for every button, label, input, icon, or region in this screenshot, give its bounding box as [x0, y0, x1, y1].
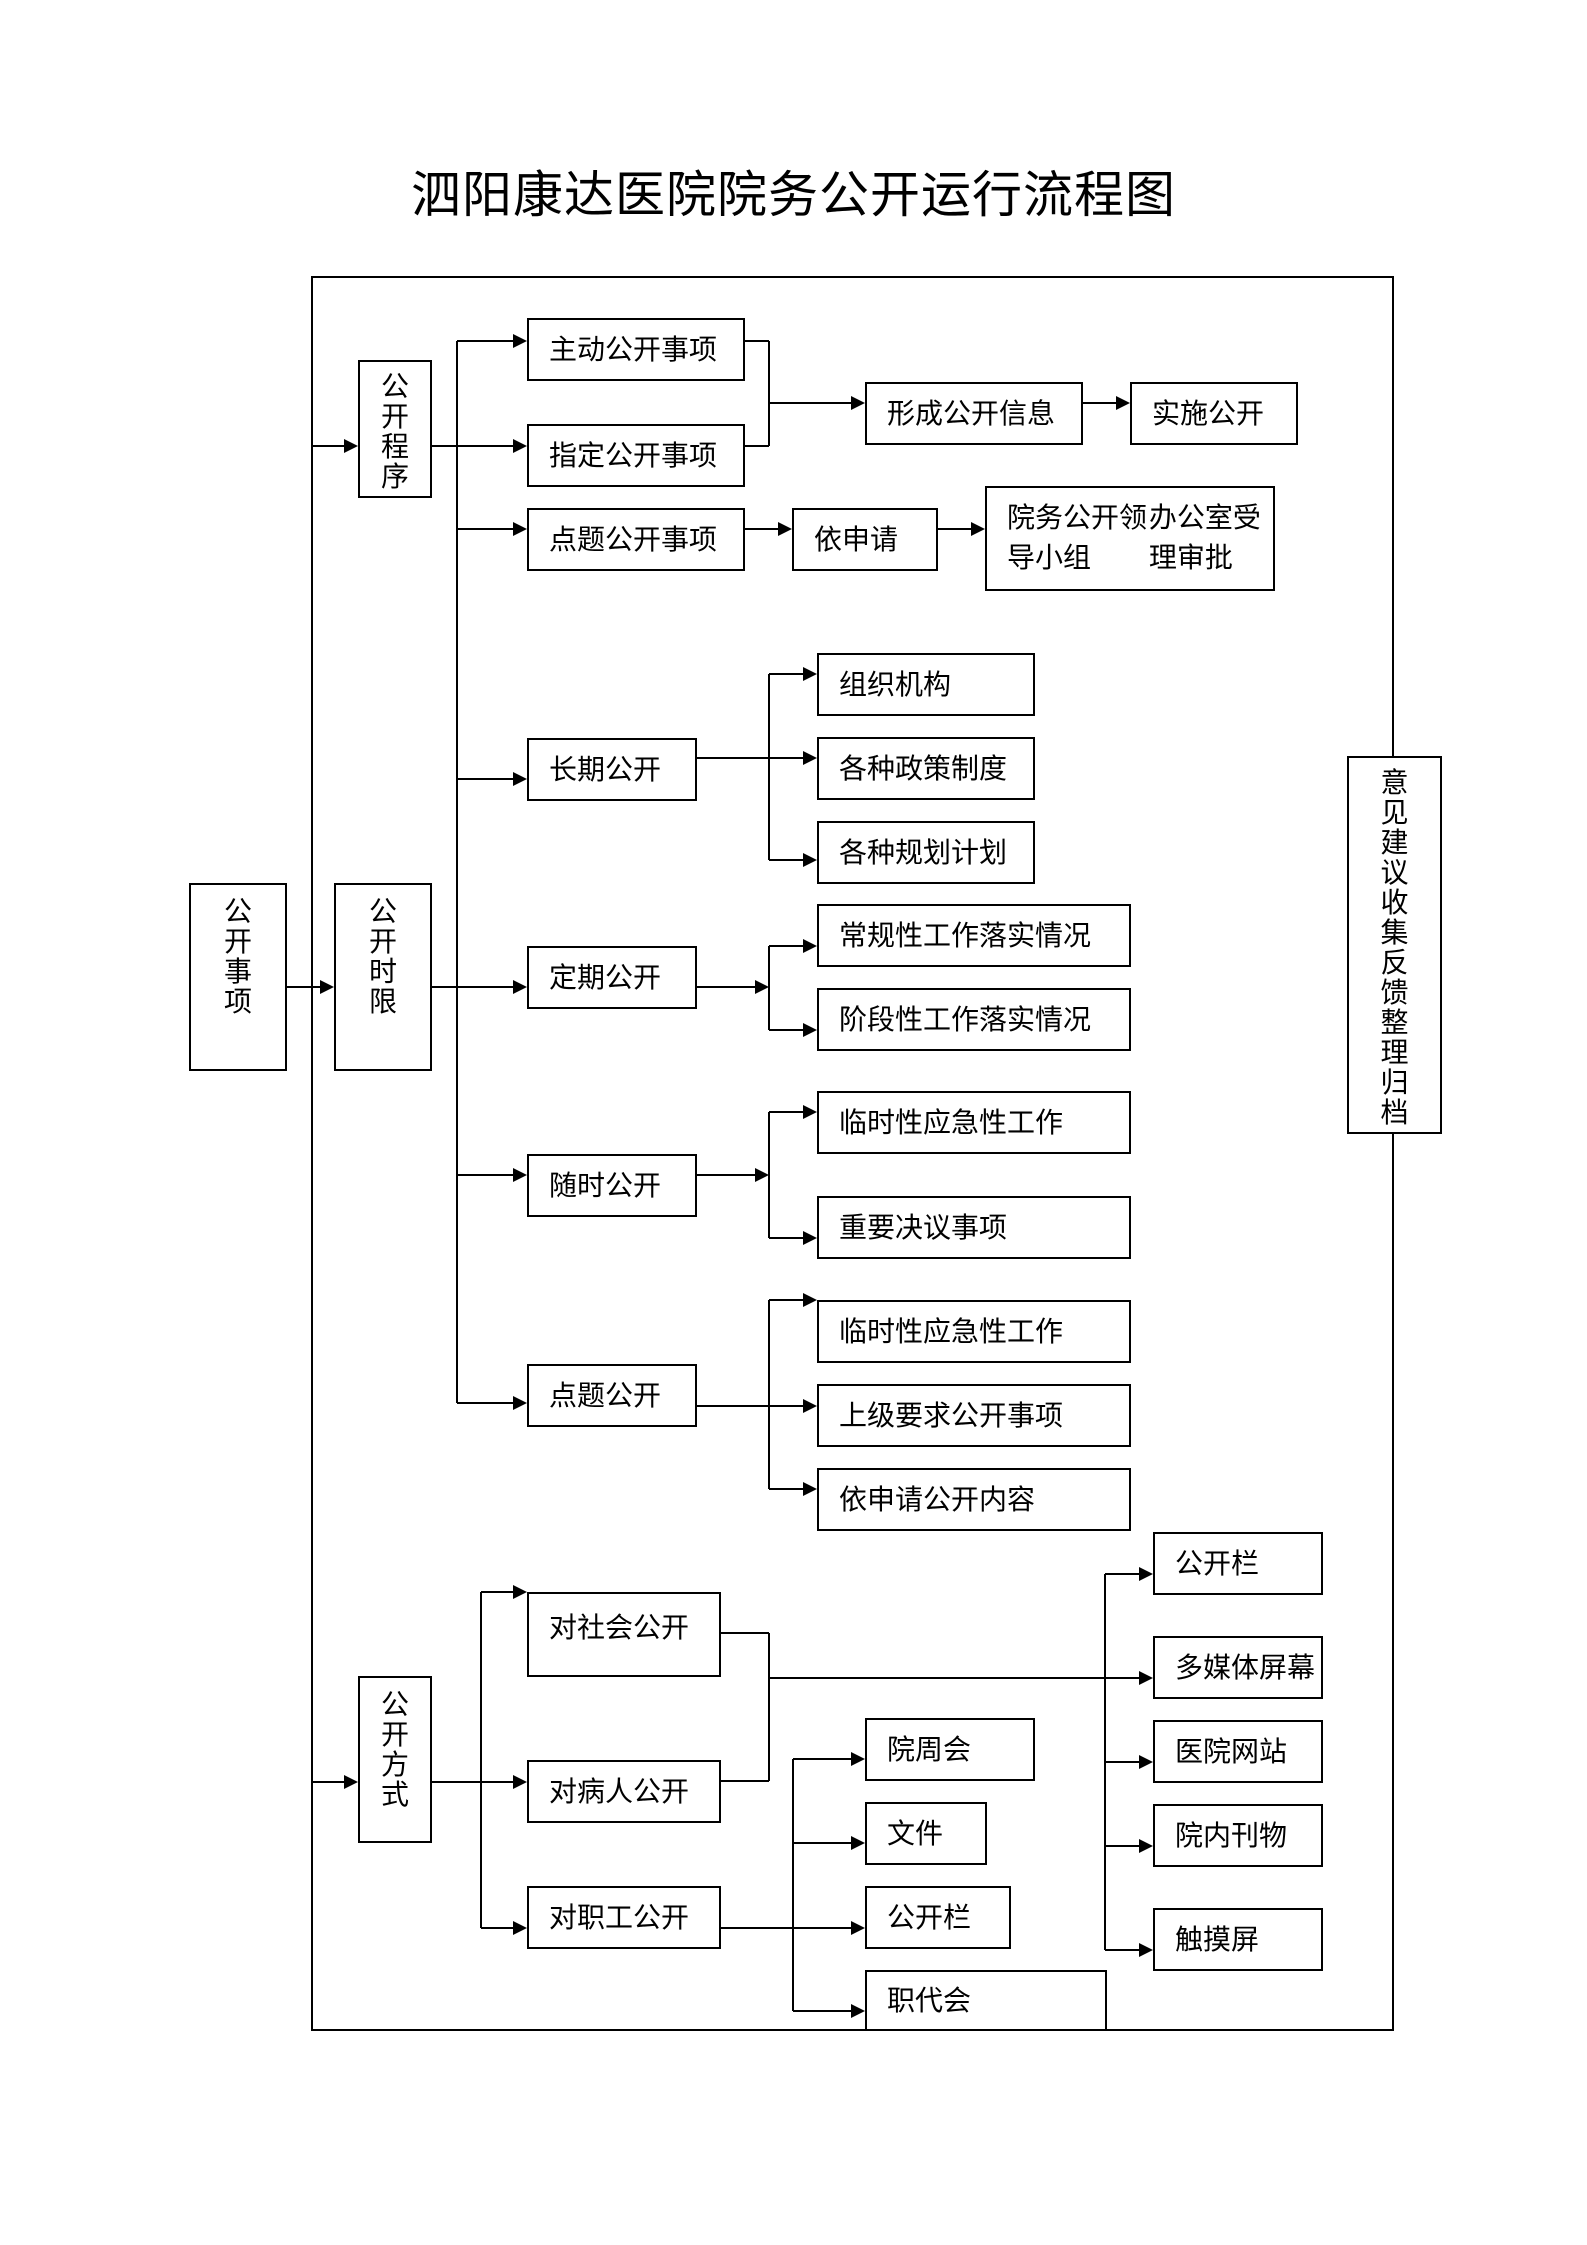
- arrow-head: [513, 439, 527, 453]
- arrow-head: [320, 980, 334, 994]
- topic-item-3: 依申请公开内容: [817, 1468, 1131, 1531]
- implement-box: 实施公开: [1130, 382, 1298, 445]
- anytime-item-2: 重要决议事项: [817, 1196, 1131, 1259]
- periodic-item-1: 常规性工作落实情况: [817, 904, 1131, 967]
- public-channel-website: 医院网站: [1153, 1720, 1323, 1783]
- public-channel-multimedia: 多媒体屏幕: [1153, 1636, 1323, 1699]
- public-channel-bulletin: 公开栏: [1153, 1532, 1323, 1595]
- procedure-node: 公开程序: [358, 360, 432, 498]
- designated-disclosure-box: 指定公开事项: [527, 424, 745, 487]
- arrow-head: [513, 1168, 527, 1182]
- arrow-head: [513, 1396, 527, 1410]
- society-box: 对社会公开: [527, 1592, 721, 1677]
- arrow-head: [755, 1168, 769, 1182]
- arrow-head: [803, 751, 817, 765]
- arrow-head: [513, 334, 527, 348]
- arrow-head: [513, 772, 527, 786]
- patients-box: 对病人公开: [527, 1760, 721, 1823]
- approval-line-1: 院务公开领导小组: [1007, 501, 1148, 574]
- arrow-head: [513, 1775, 527, 1789]
- periodic-item-2: 阶段性工作落实情况: [817, 988, 1131, 1051]
- apply-box: 依申请: [792, 508, 938, 571]
- arrow-head: [803, 1482, 817, 1496]
- arrow-head: [513, 1921, 527, 1935]
- arrow-head: [851, 1752, 865, 1766]
- arrow-head: [755, 980, 769, 994]
- arrow-head: [1139, 1567, 1153, 1581]
- arrow-head: [1116, 396, 1130, 410]
- arrow-head: [851, 2004, 865, 2018]
- arrow-head: [513, 522, 527, 536]
- topic-item-1: 临时性应急性工作: [817, 1300, 1131, 1363]
- approval-box: 院务公开领导小组 办公室受理审批: [985, 486, 1275, 591]
- staff-box: 对职工公开: [527, 1886, 721, 1949]
- staff-channel-bulletin: 公开栏: [865, 1886, 1011, 1949]
- arrow-head: [803, 1105, 817, 1119]
- arrow-head: [344, 1775, 358, 1789]
- outer-frame: [311, 276, 1394, 2031]
- time-limit-node: 公开时限: [334, 883, 432, 1071]
- arrow-head: [513, 1585, 527, 1599]
- method-node: 公开方式: [358, 1676, 432, 1843]
- page-title: 泗阳康达医院院务公开运行流程图: [411, 166, 1176, 224]
- arrow-head: [971, 522, 985, 536]
- arrow-head: [1139, 1943, 1153, 1957]
- long-term-item-2: 各种政策制度: [817, 737, 1035, 800]
- arrow-head: [1139, 1671, 1153, 1685]
- arrow-head: [344, 439, 358, 453]
- arrow-head: [1139, 1755, 1153, 1769]
- root-node: 公开事项: [189, 883, 287, 1071]
- approval-line-2: 办公室受理审批: [1148, 501, 1261, 574]
- arrow-head: [803, 1293, 817, 1307]
- arrow-head: [803, 1231, 817, 1245]
- public-channel-journal: 院内刊物: [1153, 1804, 1323, 1867]
- long-term-item-3: 各种规划计划: [817, 821, 1035, 884]
- arrow-head: [803, 853, 817, 867]
- arrow-head: [1139, 1839, 1153, 1853]
- arrow-head: [513, 980, 527, 994]
- feedback-archive-node: 意见建议收集反馈整理归档: [1347, 756, 1442, 1134]
- topic-item-2: 上级要求公开事项: [817, 1384, 1131, 1447]
- arrow-head: [803, 939, 817, 953]
- form-info-box: 形成公开信息: [865, 382, 1083, 445]
- topic-disclosure-box: 点题公开事项: [527, 508, 745, 571]
- arrow-head: [803, 1399, 817, 1413]
- arrow-head: [851, 1921, 865, 1935]
- public-channel-touchscreen: 触摸屏: [1153, 1908, 1323, 1971]
- anytime-item-1: 临时性应急性工作: [817, 1091, 1131, 1154]
- staff-channel-weekly-meeting: 院周会: [865, 1718, 1035, 1781]
- arrow-head: [851, 396, 865, 410]
- long-term-box: 长期公开: [527, 738, 697, 801]
- arrow-head: [851, 1836, 865, 1850]
- topic-time-box: 点题公开: [527, 1364, 697, 1427]
- anytime-box: 随时公开: [527, 1154, 697, 1217]
- arrow-head: [803, 1023, 817, 1037]
- staff-channel-congress: 职代会: [865, 1970, 1107, 2031]
- long-term-item-1: 组织机构: [817, 653, 1035, 716]
- arrow-head: [778, 522, 792, 536]
- staff-channel-documents: 文件: [865, 1802, 987, 1865]
- periodic-box: 定期公开: [527, 946, 697, 1009]
- arrow-head: [803, 667, 817, 681]
- active-disclosure-box: 主动公开事项: [527, 318, 745, 381]
